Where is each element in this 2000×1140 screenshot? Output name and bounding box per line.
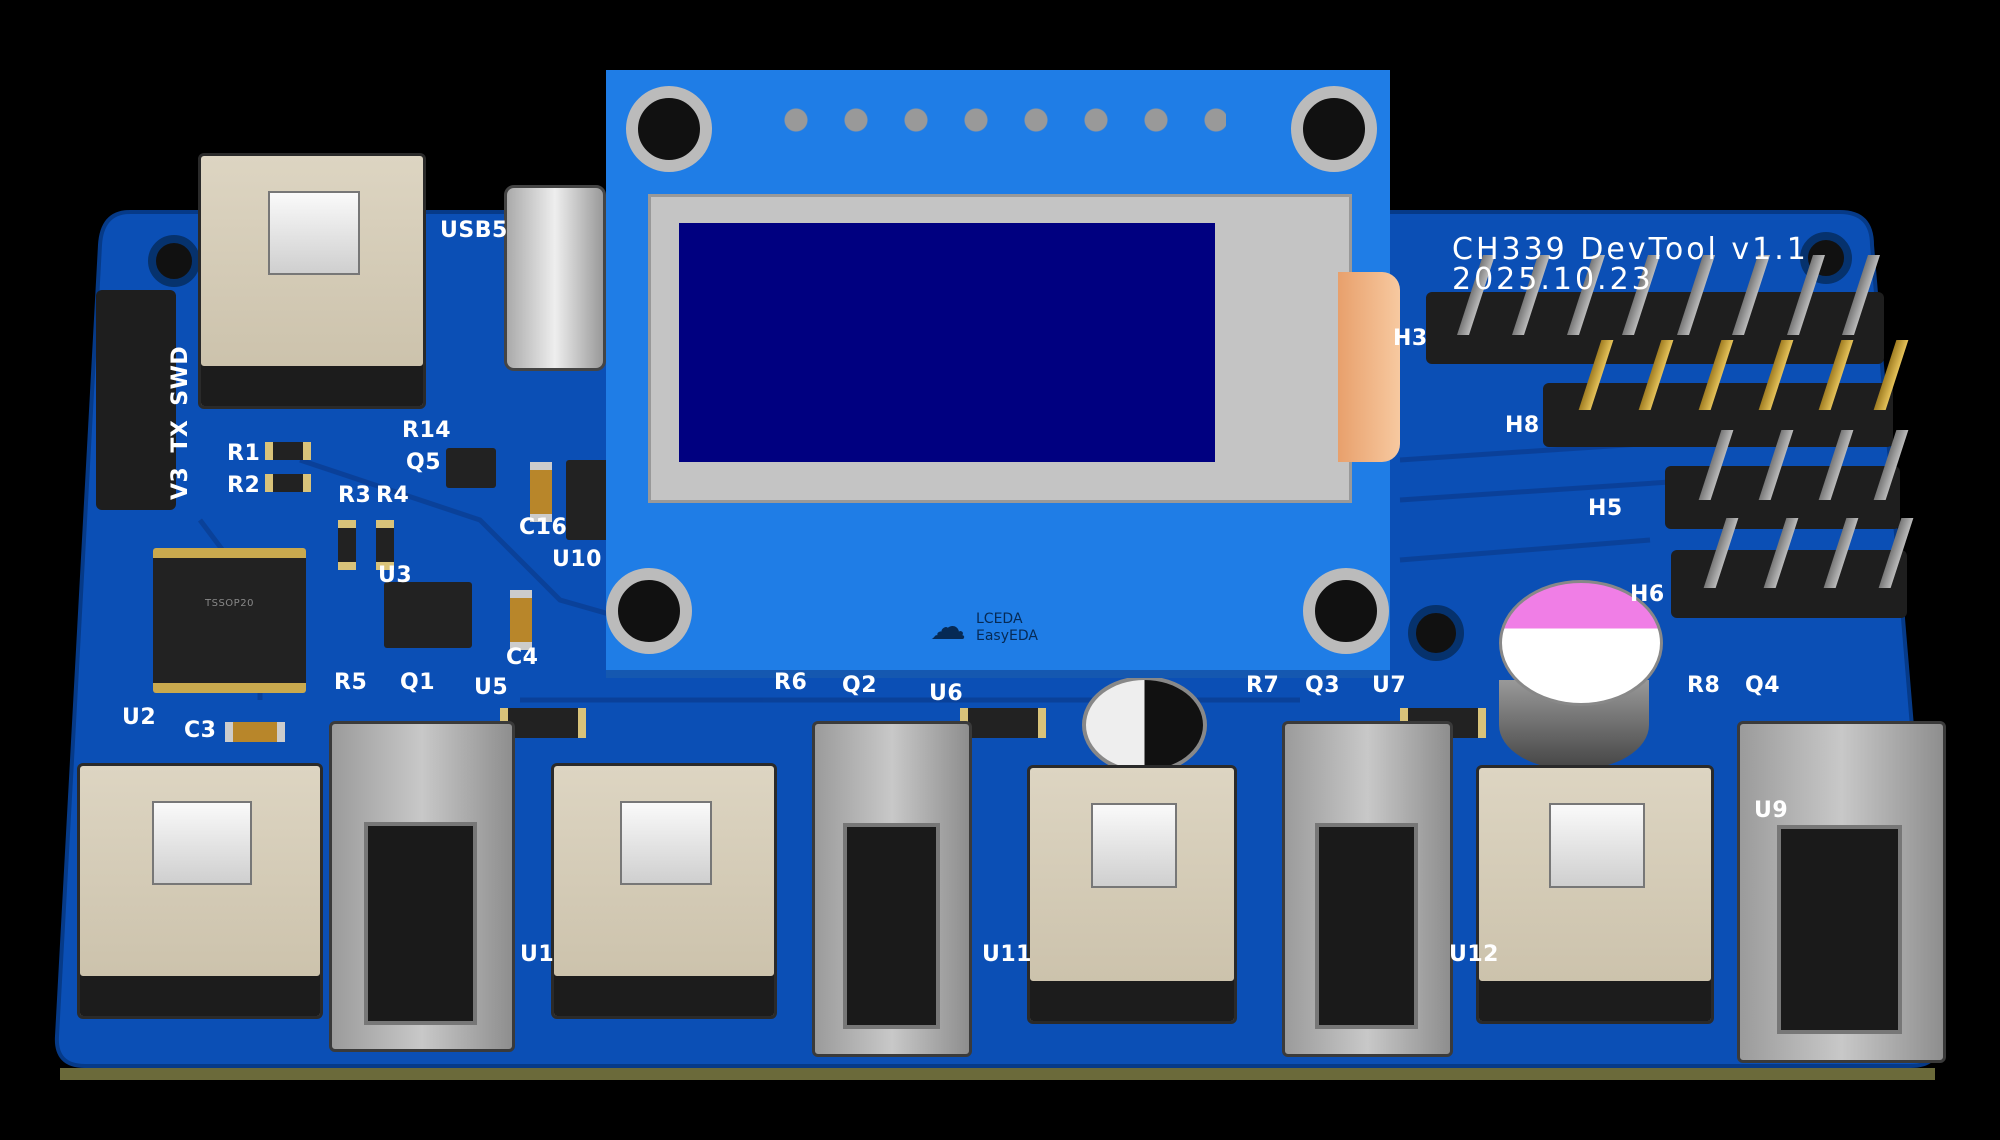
label-swd: SWD (168, 345, 193, 406)
flex-cable (1338, 272, 1400, 462)
label-u10: U10 (552, 547, 602, 572)
logo-subtext: EasyEDA (976, 628, 1038, 644)
label-h8: H8 (1505, 413, 1540, 438)
switch-cap (267, 191, 361, 275)
label-q3: Q3 (1305, 673, 1341, 698)
swd-labels: V3 TX SWD (168, 346, 193, 500)
label-q1: Q1 (400, 670, 436, 695)
label-r5: R5 (334, 670, 368, 695)
mount-hole (148, 235, 200, 287)
electrolytic-capacitor (1082, 676, 1207, 774)
r1-resistor (265, 442, 311, 460)
label-r7: R7 (1246, 673, 1280, 698)
r4-resistor (376, 520, 394, 570)
switch-cap (620, 801, 712, 885)
capacitor-top (1499, 580, 1663, 706)
label-tx: TX (168, 419, 193, 453)
label-u3: U3 (378, 563, 413, 588)
r3-resistor (338, 520, 356, 570)
switch-cap (152, 801, 252, 885)
logo-text: LCEDA (976, 611, 1023, 627)
label-q5: Q5 (406, 450, 442, 475)
module-hole (626, 86, 712, 172)
switch-cap (1548, 803, 1646, 889)
label-u6: U6 (929, 681, 964, 706)
usb-c-connector (504, 185, 606, 371)
label-r2: R2 (227, 473, 261, 498)
label-r14: R14 (402, 418, 452, 443)
c4-capacitor (510, 590, 532, 650)
label-r4: R4 (376, 483, 410, 508)
label-v3: V3 (168, 466, 193, 500)
switch-cap (1091, 803, 1177, 889)
push-switch[interactable] (551, 763, 777, 1019)
label-c3: C3 (184, 718, 217, 743)
label-u12: U12 (1449, 942, 1499, 967)
board-date: 2025.10.23 (1452, 262, 1654, 297)
label-u2: U2 (122, 705, 157, 730)
label-u11: U11 (982, 942, 1032, 967)
label-q4: Q4 (1745, 673, 1781, 698)
board-title: CH339 DevTool v1.1 (1452, 232, 1809, 267)
c16-capacitor (530, 462, 552, 522)
u3-chip (384, 582, 472, 648)
header-h3 (1426, 292, 1884, 364)
usb-a-port[interactable] (812, 721, 972, 1057)
label-h6: H6 (1630, 582, 1665, 607)
label-tssop: TSSOP20 (205, 598, 254, 609)
push-switch[interactable] (1027, 765, 1237, 1024)
display-frame (648, 194, 1352, 503)
module-hole (606, 568, 692, 654)
oled-module: ☁ LCEDA EasyEDA (606, 70, 1390, 678)
oled-display (679, 223, 1215, 462)
header-swd (96, 290, 176, 510)
module-hole (1303, 568, 1389, 654)
r2-resistor (265, 474, 311, 492)
cloud-icon: ☁ (930, 607, 966, 648)
push-switch[interactable] (1476, 765, 1714, 1024)
label-c16: C16 (519, 515, 568, 540)
label-r3: R3 (338, 483, 372, 508)
lceda-logo: ☁ LCEDA EasyEDA (930, 610, 1038, 646)
label-c4: C4 (506, 645, 539, 670)
u6-diode (960, 708, 1046, 738)
module-hole (1291, 86, 1377, 172)
label-h3: H3 (1393, 326, 1428, 351)
mount-hole (1408, 605, 1464, 661)
push-switch[interactable] (77, 763, 323, 1019)
label-u5: U5 (474, 675, 509, 700)
usb-a-port[interactable] (1737, 721, 1946, 1063)
label-u1: U1 (520, 942, 555, 967)
label-r6: R6 (774, 670, 808, 695)
push-switch[interactable] (198, 153, 426, 409)
label-r8: R8 (1687, 673, 1721, 698)
label-r1: R1 (227, 441, 261, 466)
oled-pins (766, 105, 1226, 135)
label-u7: U7 (1372, 673, 1407, 698)
label-q2: Q2 (842, 673, 878, 698)
tssop20-chip (153, 548, 306, 693)
label-u9: U9 (1754, 798, 1789, 823)
label-h5: H5 (1588, 496, 1623, 521)
label-usb5: USB5 (440, 218, 508, 243)
c3-capacitor (225, 722, 285, 742)
q5-transistor (446, 448, 496, 488)
usb-a-port[interactable] (329, 721, 515, 1052)
usb-a-port[interactable] (1282, 721, 1453, 1057)
